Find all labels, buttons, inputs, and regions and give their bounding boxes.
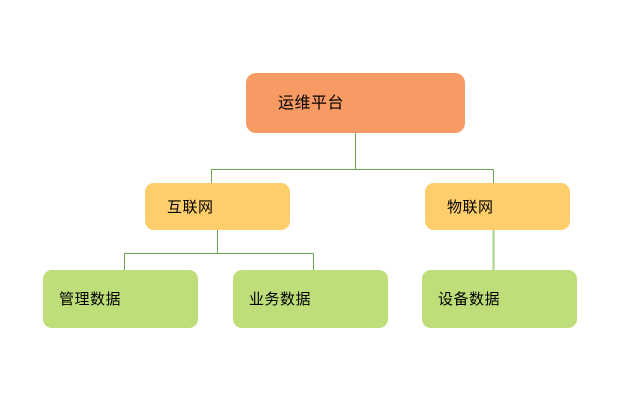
- node-manage-data-label: 管理数据: [59, 290, 122, 308]
- node-iot-label: 物联网: [447, 197, 494, 216]
- node-root-label: 运维平台: [278, 93, 345, 113]
- node-root-ops-platform[interactable]: 运维平台: [246, 73, 465, 133]
- node-internet-label: 互联网: [167, 197, 214, 216]
- node-business-data-label: 业务数据: [249, 290, 312, 308]
- node-manage-data[interactable]: 管理数据: [43, 270, 198, 328]
- node-iot[interactable]: 物联网: [425, 183, 570, 230]
- node-device-data-label: 设备数据: [438, 290, 501, 308]
- edge-root-to-level2: [210, 133, 495, 183]
- edge-internet-to-children: [123, 230, 315, 270]
- node-device-data[interactable]: 设备数据: [422, 270, 577, 328]
- node-business-data[interactable]: 业务数据: [233, 270, 388, 328]
- node-internet[interactable]: 互联网: [145, 183, 290, 230]
